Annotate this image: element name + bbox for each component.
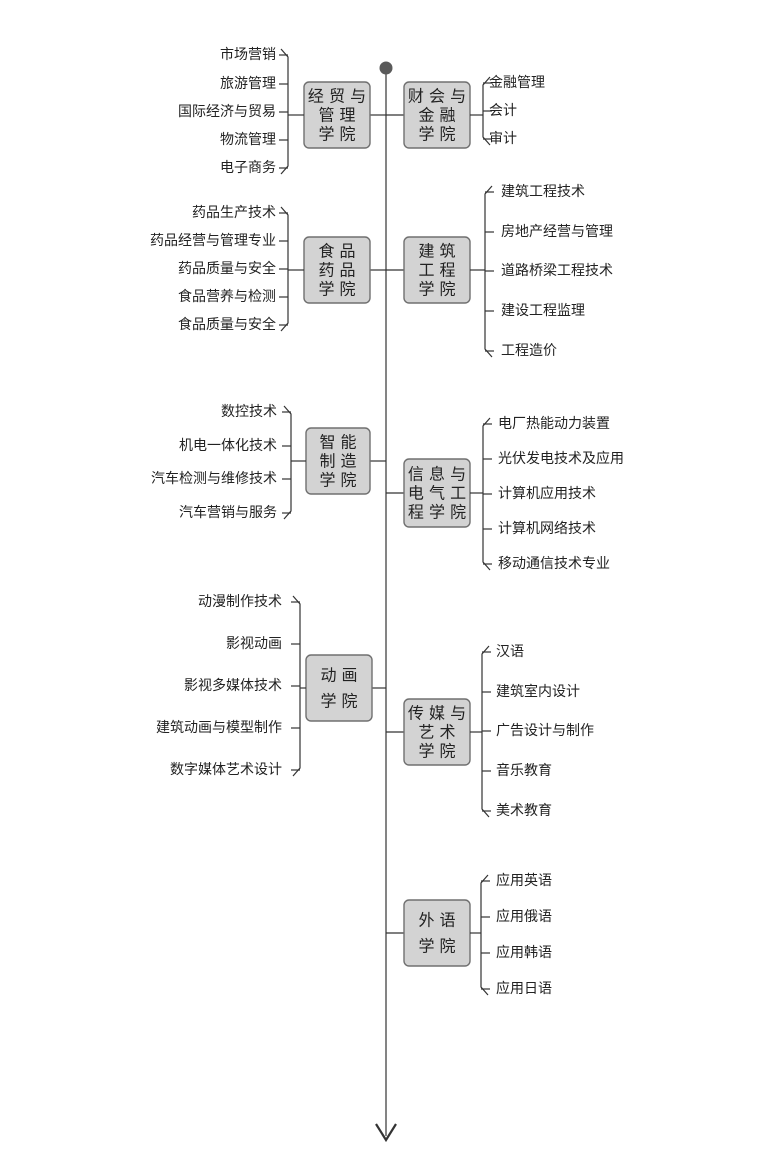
axis-arrow-icon (375, 1123, 397, 1143)
college-name-line: 传 媒 与 (408, 704, 466, 723)
major-label: 应用俄语 (496, 908, 552, 925)
major-label: 建筑动画与模型制作 (156, 720, 282, 736)
college-name-line: 学 院 (418, 742, 455, 761)
college-name-line: 食 品 (318, 242, 355, 261)
college-name-line: 工 程 (418, 261, 455, 280)
college-name-line: 电 气 工 (408, 484, 466, 503)
major-label: 道路桥梁工程技术 (501, 263, 613, 279)
major-label: 移动通信技术专业 (498, 556, 610, 572)
major-label: 影视动画 (226, 636, 282, 652)
college-group-jzgc: 建 筑工 程学 院 建筑工程技术房地产经营与管理道路桥梁工程技术建设工程监理工程造… (386, 184, 613, 359)
major-label: 计算机网络技术 (498, 521, 596, 537)
college-name-line: 艺 术 (418, 723, 455, 742)
college-name-line: 制 造 (319, 452, 356, 471)
major-label: 汽车营销与服务 (179, 504, 277, 521)
major-label: 食品质量与安全 (178, 316, 276, 333)
college-name-line: 药 品 (318, 261, 355, 280)
college-name-line: 金 融 (418, 106, 455, 125)
major-label: 应用韩语 (496, 944, 552, 961)
major-label: 美术教育 (496, 803, 552, 819)
major-label: 金融管理 (489, 75, 545, 91)
college-name-line: 信 息 与 (408, 465, 466, 484)
college-name-line: 智 能 (319, 433, 356, 452)
major-label: 影视多媒体技术 (184, 677, 282, 694)
major-bracket (283, 405, 292, 520)
major-label: 审计 (489, 131, 517, 147)
college-name-line: 学 院 (418, 937, 455, 956)
college-name-line: 经 贸 与 (308, 87, 366, 106)
major-label: 数控技术 (221, 404, 277, 420)
major-label: 旅游管理 (220, 76, 276, 92)
major-label: 汉语 (496, 644, 524, 660)
college-name-line: 学 院 (418, 280, 455, 299)
major-label: 物流管理 (220, 132, 276, 148)
major-label: 国际经济与贸易 (178, 104, 276, 120)
major-label: 广告设计与制作 (496, 723, 594, 739)
major-label: 光伏发电技术及应用 (498, 450, 624, 467)
major-label: 汽车检测与维修技术 (151, 470, 277, 487)
college-name-line: 程 学 院 (408, 503, 466, 522)
major-label: 音乐教育 (496, 762, 552, 779)
college-name-line: 学 院 (318, 280, 355, 299)
major-label: 建筑室内设计 (496, 683, 580, 700)
major-label: 动漫制作技术 (198, 594, 282, 610)
major-label: 房地产经营与管理 (501, 224, 613, 240)
major-label: 应用英语 (496, 872, 552, 889)
college-name-line: 动 画 (320, 666, 357, 685)
college-name-line: 学 院 (319, 471, 356, 490)
college-group-spyp: 食 品药 品学 院 药品生产技术药品经营与管理专业药品质量与安全食品营养与检测食品… (150, 205, 386, 333)
college-name-line: 外 语 (418, 911, 455, 930)
major-label: 工程造价 (501, 343, 557, 359)
axis-start-dot (379, 61, 393, 75)
major-label: 药品质量与安全 (178, 260, 276, 277)
college-name-line: 学 院 (320, 692, 357, 711)
college-name-line: 管 理 (318, 106, 355, 125)
college-name-line: 建 筑 (418, 242, 455, 261)
major-label: 市场营销 (220, 46, 276, 63)
major-label: 计算机应用技术 (498, 485, 596, 502)
college-name-line: 财 会 与 (408, 87, 466, 106)
major-label: 药品经营与管理专业 (150, 233, 276, 249)
timeline-axis (375, 61, 397, 1143)
major-label: 机电一体化技术 (179, 438, 277, 454)
major-label: 会计 (489, 103, 517, 119)
major-label: 数字媒体艺术设计 (170, 762, 282, 778)
major-bracket (480, 874, 489, 996)
major-label: 电厂热能动力装置 (498, 416, 610, 432)
college-group-xxdq: 信 息 与电 气 工程 学 院 电厂热能动力装置光伏发电技术及应用计算机应用技术计… (386, 416, 624, 572)
major-label: 食品营养与检测 (178, 288, 276, 305)
major-label: 应用日语 (496, 980, 552, 997)
major-label: 药品生产技术 (192, 205, 276, 221)
college-name-line: 学 院 (318, 125, 355, 144)
major-label: 建筑工程技术 (501, 184, 585, 200)
college-name-line: 学 院 (418, 125, 455, 144)
major-label: 电子商务 (220, 160, 276, 176)
major-label: 建设工程监理 (501, 303, 585, 319)
